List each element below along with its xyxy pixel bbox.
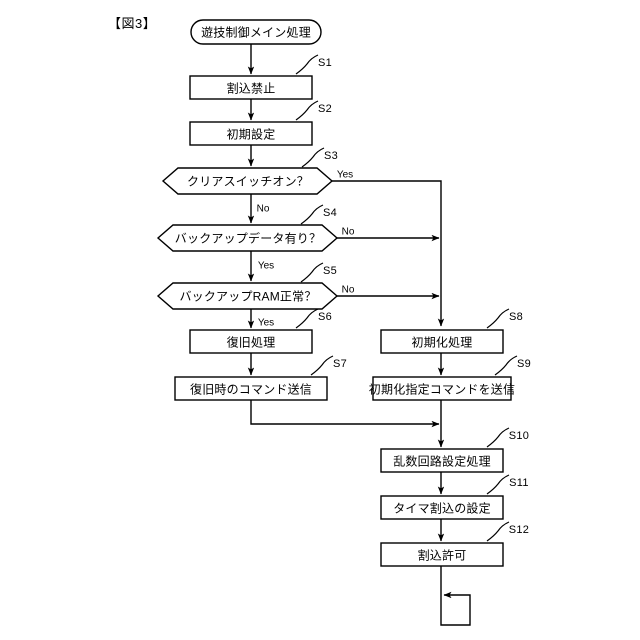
node-shapes (156, 19, 512, 567)
leader-s3 (301, 147, 325, 168)
shape-s5 (156, 282, 339, 310)
branch-label-s4-yes: Yes (257, 260, 275, 272)
leader-s6 (295, 308, 319, 329)
branch-label-s3-yes: Yes (336, 169, 354, 181)
step-number-s3: S3 (323, 150, 339, 162)
step-number-s5: S5 (322, 265, 338, 277)
leader-s2 (295, 100, 319, 121)
leader-s1 (295, 54, 319, 75)
step-number-s4: S4 (322, 207, 338, 219)
connectors (247, 44, 471, 626)
node-label-s10: 乱数回路設定処理 (393, 454, 491, 469)
leader-s4 (300, 204, 324, 225)
step-number-s9: S9 (516, 358, 532, 370)
edge-s3-rail (332, 180, 445, 327)
shape-s8 (380, 329, 504, 354)
step-number-s7: S7 (332, 358, 348, 370)
shape-s3 (161, 167, 334, 195)
leader-s8 (486, 308, 510, 329)
node-label-s8: 初期化処理 (411, 335, 473, 350)
shape-s11 (380, 495, 504, 520)
shape-start (190, 19, 322, 45)
shape-s4 (156, 224, 339, 252)
figure-number-label: 【図3】 (108, 16, 157, 31)
leader-s5 (300, 262, 324, 283)
shape-s10 (380, 448, 504, 473)
node-label-s1: 割込禁止 (226, 81, 276, 96)
branch-label-s5-yes: Yes (257, 317, 275, 329)
leader-s9 (494, 355, 518, 376)
node-label-s4: バックアップデータ有り？ (174, 231, 322, 246)
node-label-s6: 復旧処理 (226, 335, 276, 350)
node-label-s12: 割込許可 (417, 548, 467, 563)
step-number-s11: S11 (509, 477, 529, 489)
shape-s12 (380, 542, 504, 567)
step-number-s8: S8 (508, 311, 524, 323)
step-number-s1: S1 (317, 57, 333, 69)
leader-s10 (486, 427, 510, 448)
shape-s9 (372, 376, 512, 401)
leader-s11 (486, 474, 510, 495)
node-label-s2: 初期設定 (226, 127, 276, 142)
leader-s12 (486, 521, 510, 542)
branch-label-s3-no: No (256, 203, 270, 215)
step-leader-lines (295, 54, 518, 542)
node-label-s11: タイマ割込の設定 (393, 501, 491, 516)
edge-s12-loop (440, 566, 471, 626)
node-label-s5: バックアップRAM正常？ (179, 289, 317, 304)
node-label-start: 遊技制御メイン処理 (201, 25, 311, 40)
step-number-s10: S10 (508, 430, 530, 442)
node-label-s7: 復旧時のコマンド送信 (189, 382, 313, 397)
branch-label-s4-no: No (341, 226, 355, 238)
edge-s7-rail (250, 400, 440, 428)
node-label-s3: クリアスイッチオン？ (186, 174, 310, 189)
node-label-s9: 初期化指定コマンドを送信 (368, 382, 516, 397)
step-number-s2: S2 (317, 103, 333, 115)
step-number-s6: S6 (317, 311, 333, 323)
branch-label-s5-no: No (341, 284, 355, 296)
leader-s7 (310, 355, 334, 376)
step-number-s12: S12 (508, 524, 530, 536)
